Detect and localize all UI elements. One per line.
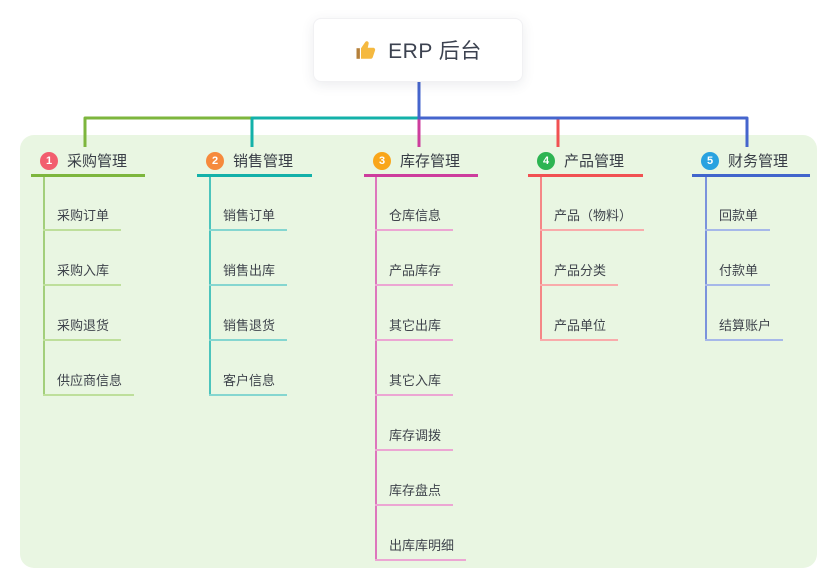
child-node[interactable]: 库存调拨 [375,423,454,451]
branch-badge-5: 5 [701,151,719,170]
branch-trunk-5 [705,177,707,341]
child-node[interactable]: 回款单 [705,203,771,231]
child-node[interactable]: 客户信息 [209,368,288,396]
child-node[interactable]: 产品（物料） [540,203,645,231]
branch-title-4[interactable]: 4 产品管理 [528,147,643,177]
child-node[interactable]: 供应商信息 [43,368,135,396]
branch-label: 产品管理 [564,153,625,170]
branch-label: 财务管理 [728,153,789,170]
child-node[interactable]: 销售订单 [209,203,288,231]
child-node[interactable]: 付款单 [705,258,771,286]
child-node[interactable]: 结算账户 [705,313,784,341]
branch-title-3[interactable]: 3 库存管理 [364,147,478,177]
branch-trunk-2 [209,177,211,396]
branch-title-2[interactable]: 2 销售管理 [197,147,312,177]
branch-title-5[interactable]: 5 财务管理 [692,147,810,177]
branch-trunk-3 [375,177,377,561]
branch-trunk-1 [43,177,45,396]
branch-badge-3: 3 [373,151,391,170]
root-label: ERP 后台 [388,40,482,63]
child-node[interactable]: 产品分类 [540,258,619,286]
branch-title-1[interactable]: 1 采购管理 [31,147,145,177]
child-node[interactable]: 产品库存 [375,258,454,286]
branch-badge-4: 4 [537,151,555,170]
branch-label: 采购管理 [67,153,128,170]
child-node[interactable]: 产品单位 [540,313,619,341]
branch-trunk-4 [540,177,542,341]
child-node[interactable]: 其它入库 [375,368,454,396]
child-node[interactable]: 采购退货 [43,313,122,341]
child-node[interactable]: 库存盘点 [375,478,454,506]
child-node[interactable]: 销售出库 [209,258,288,286]
branches-panel [20,135,817,568]
child-node[interactable]: 其它出库 [375,313,454,341]
thumbs-up-icon [354,38,378,62]
branch-label: 销售管理 [233,153,294,170]
root-node[interactable]: ERP 后台 [313,18,523,82]
child-node[interactable]: 采购入库 [43,258,122,286]
branch-badge-2: 2 [206,151,224,170]
child-node[interactable]: 采购订单 [43,203,122,231]
child-node[interactable]: 仓库信息 [375,203,454,231]
child-node[interactable]: 出库库明细 [375,533,467,561]
branch-label: 库存管理 [400,153,461,170]
branch-badge-1: 1 [40,151,58,170]
child-node[interactable]: 销售退货 [209,313,288,341]
